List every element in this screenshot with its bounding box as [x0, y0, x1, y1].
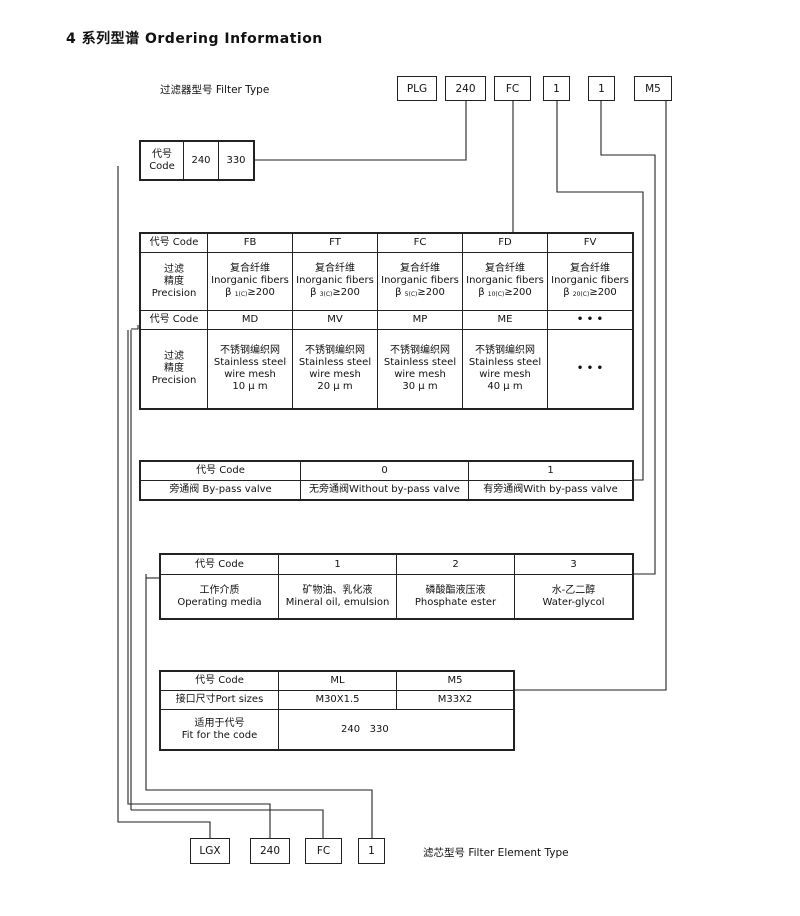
- bypass-label: 旁通阀 By-pass valve: [140, 480, 301, 500]
- media-table: 代号 Code 1 2 3 工作介质 Operating media 矿物油、乳…: [159, 553, 634, 620]
- connector-element-fc2: [131, 325, 139, 330]
- mesh-cell: 不锈钢编织网 Stainless steel wire mesh 30 μ m: [377, 329, 463, 409]
- type-code-fc: FC: [494, 76, 531, 101]
- type-code-240: 240: [445, 76, 486, 101]
- connector-port: [513, 101, 667, 691]
- connector-240: [254, 101, 467, 161]
- media-label: 工作介质 Operating media: [160, 574, 279, 619]
- media-code-1: 1: [278, 554, 397, 575]
- bypass-table: 代号 Code 0 1 旁通阀 By-pass valve 无旁通阀Withou…: [139, 460, 634, 501]
- media-phosphate-ester: 磷酸酯液压液 Phosphate ester: [396, 574, 515, 619]
- connector-element-fc5: [131, 809, 324, 838]
- connector-bypass: [556, 101, 644, 481]
- media-code-header: 代号 Code: [160, 554, 279, 575]
- connector-lgx: [117, 166, 211, 838]
- size-330: 330: [218, 141, 254, 180]
- code-mp: MP: [377, 310, 463, 330]
- code-header: 代号 Code: [140, 233, 208, 253]
- type-code-bypass: 1: [543, 76, 570, 101]
- connector-element-1: [145, 574, 373, 838]
- code-header: 代号 Code: [140, 310, 208, 330]
- bypass-code-1: 1: [468, 461, 633, 481]
- type-code-port: M5: [634, 76, 672, 101]
- code-fd: FD: [462, 233, 548, 253]
- port-code-m5: M5: [396, 671, 514, 691]
- precision-value-row-2: 过滤 精度 Precision 不锈钢编织网 Stainless steel w…: [140, 329, 633, 409]
- fiber-cell: 复合纤维 Inorganic fibers β 20(C)≥200: [547, 252, 633, 311]
- fiber-cell: 复合纤维 Inorganic fibers β 10(C)≥200: [462, 252, 548, 311]
- size-240: 240: [183, 141, 219, 180]
- fit-label: 适用于代号 Fit for the code: [160, 709, 279, 750]
- port-size-m30: M30X1.5: [278, 690, 397, 710]
- element-type-label: 滤芯型号 Filter Element Type: [423, 847, 569, 859]
- connector-element-240: [127, 330, 271, 838]
- code-md: MD: [207, 310, 293, 330]
- mesh-cell: 不锈钢编织网 Stainless steel wire mesh 10 μ m: [207, 329, 293, 409]
- port-code-header: 代号 Code: [160, 671, 279, 691]
- code-ft: FT: [292, 233, 378, 253]
- port-size-label: 接口尺寸Port sizes: [160, 690, 279, 710]
- code-size-table: 代号 Code 240 330: [139, 140, 255, 181]
- fit-codes: 240 330: [278, 709, 514, 750]
- filter-type-label: 过滤器型号 Filter Type: [160, 84, 270, 96]
- element-code-lgx: LGX: [190, 838, 230, 864]
- code-me: ME: [462, 310, 548, 330]
- bypass-code-0: 0: [300, 461, 469, 481]
- media-code-3: 3: [514, 554, 633, 575]
- code-mv: MV: [292, 310, 378, 330]
- element-code-fc: FC: [305, 838, 342, 864]
- bypass-with: 有旁通阀With by-pass valve: [468, 480, 633, 500]
- page-title: 4 系列型谱 Ordering Information: [66, 31, 323, 47]
- code-fc: FC: [377, 233, 463, 253]
- mesh-cell: 不锈钢编织网 Stainless steel wire mesh 40 μ m: [462, 329, 548, 409]
- media-code-2: 2: [396, 554, 515, 575]
- bypass-without: 无旁通阀Without by-pass valve: [300, 480, 469, 500]
- code-fv: FV: [547, 233, 633, 253]
- code-more: • • •: [547, 310, 633, 330]
- port-table: 代号 Code ML M5 接口尺寸Port sizes M30X1.5 M33…: [159, 670, 515, 751]
- element-code-240: 240: [250, 838, 290, 864]
- code-size-header: 代号 Code: [140, 141, 184, 180]
- media-mineral-oil: 矿物油、乳化液 Mineral oil, emulsion: [278, 574, 397, 619]
- media-water-glycol: 水-乙二醇 Water-glycol: [514, 574, 633, 619]
- precision-label: 过滤 精度 Precision: [140, 252, 208, 311]
- type-code-plg: PLG: [397, 76, 437, 101]
- precision-value-row-1: 过滤 精度 Precision 复合纤维 Inorganic fibers β …: [140, 252, 633, 311]
- type-code-media: 1: [588, 76, 615, 101]
- precision-label: 过滤 精度 Precision: [140, 329, 208, 409]
- connector-media: [600, 101, 656, 575]
- port-size-m33: M33X2: [396, 690, 514, 710]
- bypass-code-header: 代号 Code: [140, 461, 301, 481]
- precision-table: 代号 Code FB FT FC FD FV 过滤 精度 Precision 复…: [139, 232, 634, 410]
- precision-code-row-2: 代号 Code MD MV MP ME • • •: [140, 310, 633, 330]
- fiber-cell: 复合纤维 Inorganic fibers β 1(C)≥200: [207, 252, 293, 311]
- precision-code-row-1: 代号 Code FB FT FC FD FV: [140, 233, 633, 253]
- element-code-1: 1: [358, 838, 385, 864]
- fiber-cell: 复合纤维 Inorganic fibers β 3(C)≥200: [292, 252, 378, 311]
- mesh-cell: 不锈钢编织网 Stainless steel wire mesh 20 μ m: [292, 329, 378, 409]
- code-fb: FB: [207, 233, 293, 253]
- mesh-more: • • •: [547, 329, 633, 409]
- port-code-ml: ML: [278, 671, 397, 691]
- fiber-cell: 复合纤维 Inorganic fibers β 5(C)≥200: [377, 252, 463, 311]
